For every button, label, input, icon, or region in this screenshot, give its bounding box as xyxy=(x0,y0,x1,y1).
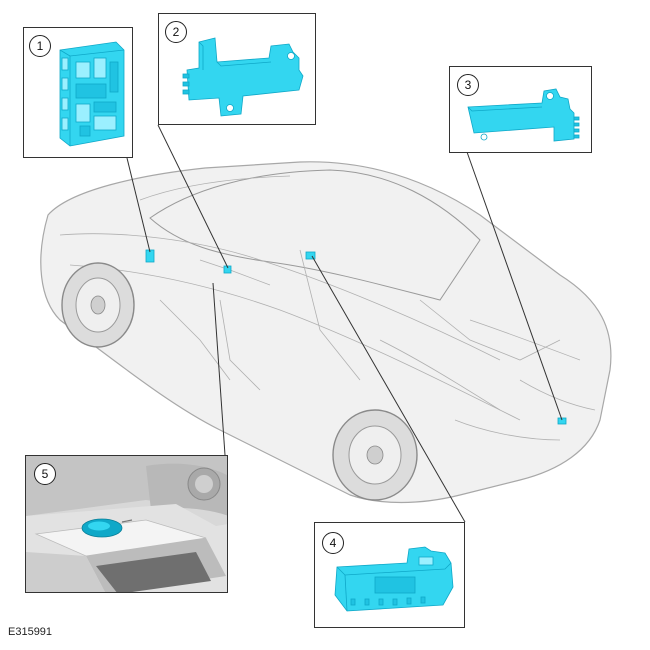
callout-number-4: 4 xyxy=(322,532,344,554)
callout-number-5: 5 xyxy=(34,463,56,485)
marker-module-4 xyxy=(305,251,316,260)
figure-id: E315991 xyxy=(8,626,53,638)
callout-number-1: 1 xyxy=(29,35,51,57)
module-3-illustration xyxy=(467,88,580,142)
module-markers xyxy=(145,249,567,425)
wheel-rear-left xyxy=(332,409,418,501)
leader-line-3 xyxy=(466,151,563,421)
module-2-illustration xyxy=(182,37,304,117)
car-details xyxy=(59,175,596,441)
callout-box-2: 2 xyxy=(158,13,316,125)
module-5-location-view xyxy=(26,456,227,592)
marker-module-3 xyxy=(557,417,567,425)
leader-line-2 xyxy=(157,124,229,269)
module-1-illustration xyxy=(59,41,125,147)
module-4-illustration xyxy=(334,546,454,612)
leader-line-4 xyxy=(311,255,466,523)
leader-line-5 xyxy=(212,282,226,456)
wheel-front-left xyxy=(61,262,135,348)
leader-lines xyxy=(126,124,563,523)
callout-number-3: 3 xyxy=(457,74,479,96)
callout-box-5: 5 xyxy=(25,455,228,593)
car-roof-glass xyxy=(149,169,481,301)
callout-number-2: 2 xyxy=(165,21,187,43)
leader-line-1 xyxy=(126,157,151,253)
callout-box-1: 1 xyxy=(23,27,133,158)
callout-box-3: 3 xyxy=(449,66,592,153)
module-5-highlight xyxy=(81,518,133,538)
callout-box-4: 4 xyxy=(314,522,465,628)
